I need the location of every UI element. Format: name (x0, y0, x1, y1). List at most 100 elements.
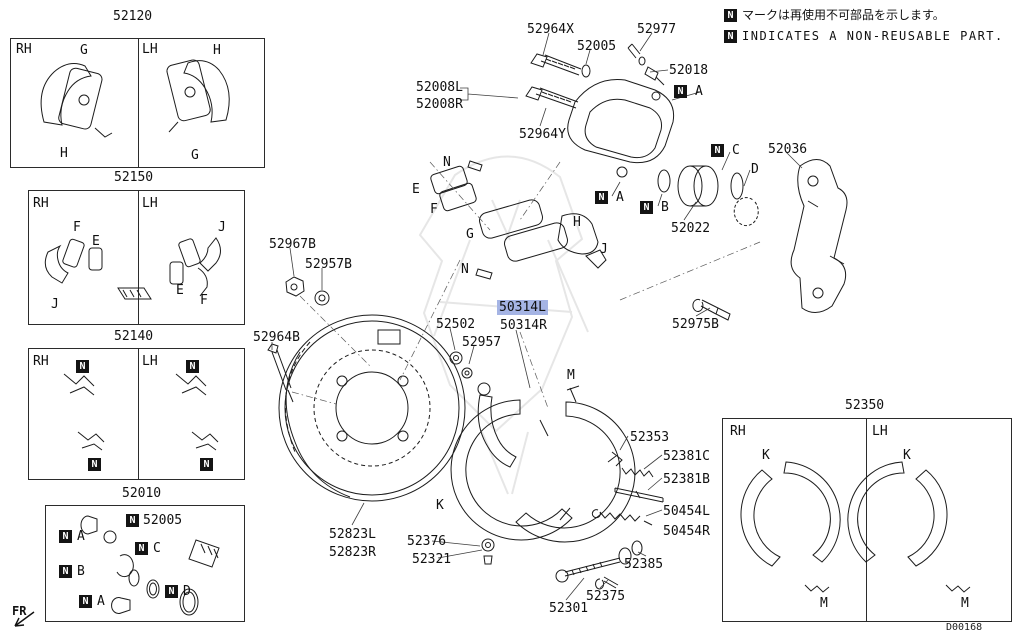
part-label-52301: 52301 (549, 601, 589, 616)
letter-label: N (461, 262, 469, 277)
letter-label: A (97, 594, 105, 609)
art-small-fasteners (267, 276, 473, 403)
part-label-52823r: 52823R (329, 545, 376, 560)
part-label-52375: 52375 (586, 589, 626, 604)
part-label-52376: 52376 (407, 534, 447, 549)
part-label-50454r: 50454R (663, 524, 710, 539)
part-label-52018: 52018 (669, 63, 709, 78)
part-label-52967b: 52967B (269, 237, 316, 252)
letter-label: F (430, 202, 438, 217)
letter-label: H (573, 215, 581, 230)
letter-label: J (51, 297, 59, 312)
letter-label: D (751, 162, 759, 177)
fr-direction-arrow-icon (14, 611, 35, 627)
document-id: D00168 (946, 622, 983, 633)
rh-label: RH (730, 424, 746, 439)
letter-label: J (600, 242, 608, 257)
non-reusable-icon: N (595, 191, 608, 204)
non-reusable-icon: N (186, 360, 199, 373)
letter-label: K (762, 448, 770, 463)
non-reusable-icon: N (59, 530, 72, 543)
part-label-52385: 52385 (624, 557, 664, 572)
letter-label: E (412, 182, 420, 197)
group-box-52350 (722, 418, 1012, 622)
part-label-52005: 52005 (577, 39, 617, 54)
letter-label: H (213, 43, 221, 58)
letter-label: A (77, 529, 85, 544)
part-label-52005: 52005 (143, 513, 183, 528)
part-label-52381b: 52381B (663, 472, 710, 487)
part-label-52977: 52977 (637, 22, 677, 37)
letter-label: K (436, 498, 444, 513)
group-box-52140 (28, 348, 245, 480)
letter-label: G (466, 227, 474, 242)
letter-label: C (732, 143, 740, 158)
group-box-52150 (28, 190, 245, 325)
part-label-50314l-highlighted[interactable]: 50314L (497, 300, 548, 315)
construction-lines (291, 161, 761, 409)
part-label-52964b: 52964B (253, 330, 300, 345)
letter-label: B (661, 200, 669, 215)
letter-label: F (200, 293, 208, 308)
part-label-52823l: 52823L (329, 527, 376, 542)
part-label-52502: 52502 (436, 317, 476, 332)
non-reusable-icon: N (135, 542, 148, 555)
art-rear-shoes (740, 461, 971, 593)
fr-label: FR (12, 604, 27, 618)
letter-label: G (191, 148, 199, 163)
part-label-52964x: 52964X (527, 22, 574, 37)
group-title-52120: 52120 (113, 9, 153, 24)
rh-label: RH (16, 42, 32, 57)
letter-label: M (567, 368, 575, 383)
letter-label: N (443, 155, 451, 170)
part-label-52353: 52353 (630, 430, 670, 445)
legend-note-japanese: マークは再使用不可部品を示します。 (742, 8, 945, 22)
non-reusable-icon: N (76, 360, 89, 373)
non-reusable-icon: N (126, 514, 139, 527)
lh-label: LH (142, 42, 158, 57)
box-divider (866, 419, 867, 621)
part-label-52381c: 52381C (663, 449, 710, 464)
art-parking-shoes (450, 382, 636, 543)
box-divider (138, 191, 139, 324)
letter-label: E (176, 283, 184, 298)
group-title-52150: 52150 (114, 170, 154, 185)
part-label-52036: 52036 (768, 142, 808, 157)
non-reusable-icon: N (711, 144, 724, 157)
letter-label: F (73, 220, 81, 235)
letter-label: B (77, 564, 85, 579)
art-spring-clips (63, 373, 219, 451)
rh-label: RH (33, 354, 49, 369)
letter-label: H (60, 146, 68, 161)
non-reusable-icon: N (674, 85, 687, 98)
part-label-52008r: 52008R (416, 97, 463, 112)
box-divider (138, 349, 139, 479)
letter-label: A (616, 190, 624, 205)
group-title-52350: 52350 (845, 398, 885, 413)
leader-lines (271, 32, 803, 601)
art-bracket (790, 159, 848, 313)
non-reusable-icon: N (88, 458, 101, 471)
letter-label: E (92, 234, 100, 249)
lh-label: LH (872, 424, 888, 439)
legend-note-english: INDICATES A NON-REUSABLE PART. (742, 29, 1004, 43)
lh-label: LH (142, 354, 158, 369)
art-seal-kit (80, 515, 220, 616)
lh-label: LH (142, 196, 158, 211)
rh-label: RH (33, 196, 49, 211)
group-title-52010: 52010 (122, 486, 162, 501)
non-reusable-icon: N (724, 9, 737, 22)
non-reusable-icon: N (165, 585, 178, 598)
group-title-52140: 52140 (114, 329, 154, 344)
part-label-52957b: 52957B (305, 257, 352, 272)
art-backing-plate (278, 314, 466, 502)
part-label-52957: 52957 (462, 335, 502, 350)
part-label-52008l: 52008L (416, 80, 463, 95)
part-label-50454l: 50454L (663, 504, 710, 519)
group-box-52120 (10, 38, 265, 168)
non-reusable-icon: N (724, 30, 737, 43)
letter-label: M (961, 596, 969, 611)
group-box-52010 (45, 505, 245, 622)
